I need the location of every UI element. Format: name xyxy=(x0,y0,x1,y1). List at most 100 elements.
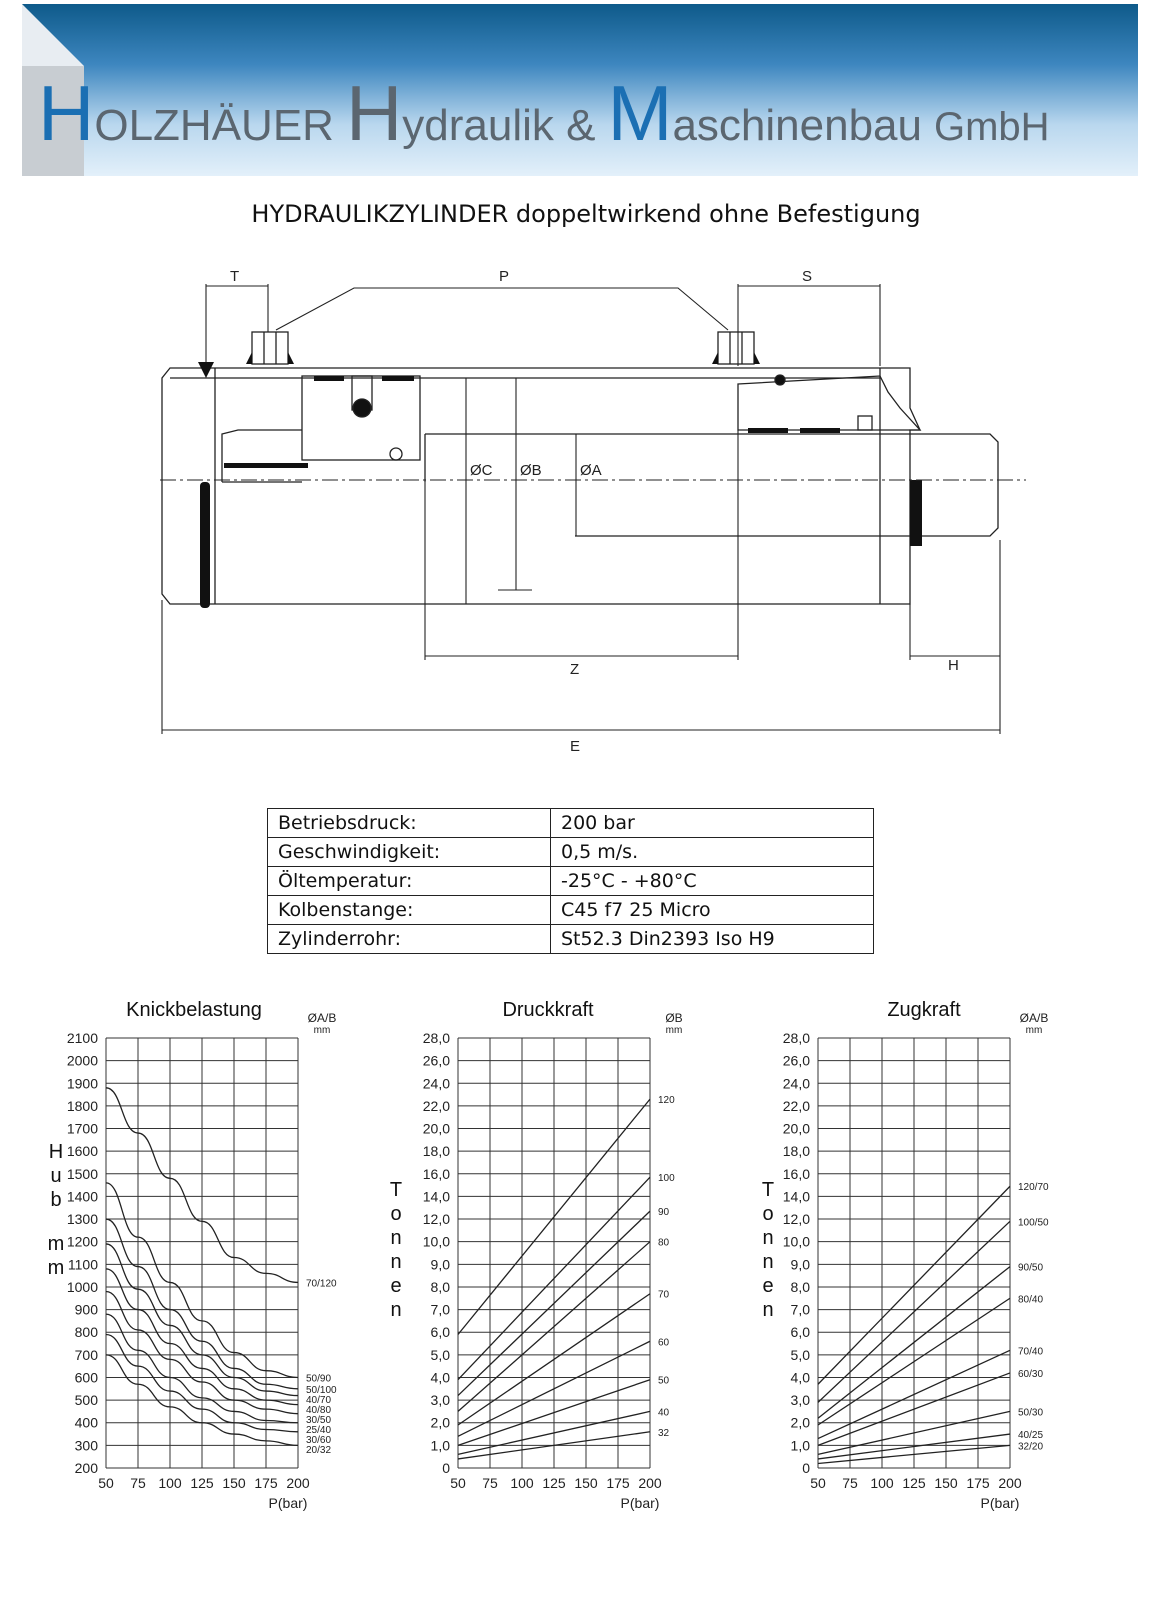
y-tick-label: 24,0 xyxy=(423,1075,450,1091)
y-tick-label: 7,0 xyxy=(791,1302,811,1318)
series-line xyxy=(457,1431,651,1460)
x-tick-label: 50 xyxy=(98,1475,114,1491)
series-header-unit: mm xyxy=(314,1025,331,1036)
series-line xyxy=(817,1185,1011,1385)
svg-text:T: T xyxy=(230,268,239,285)
y-tick-label: 8,0 xyxy=(791,1279,811,1295)
y-axis-label-letter: m xyxy=(48,1233,65,1255)
y-tick-label: 5,0 xyxy=(791,1347,811,1363)
series-label: 70/40 xyxy=(1018,1346,1043,1357)
x-tick-label: 150 xyxy=(222,1475,246,1491)
series-header-unit: mm xyxy=(1026,1025,1043,1036)
series-line xyxy=(817,1266,1011,1419)
x-tick-label: 125 xyxy=(190,1475,214,1491)
y-tick-label: 6,0 xyxy=(791,1324,811,1340)
y-tick-label: 200 xyxy=(75,1460,99,1476)
series-label: 40 xyxy=(658,1407,670,1418)
y-tick-label: 1,0 xyxy=(791,1437,811,1453)
series-label: 70 xyxy=(658,1290,670,1301)
series-line xyxy=(457,1241,651,1412)
y-axis-label-letter: u xyxy=(50,1165,61,1187)
y-axis-label-letter: o xyxy=(390,1203,401,1225)
x-tick-label: 75 xyxy=(482,1475,498,1491)
series-line xyxy=(105,1333,299,1433)
series-line xyxy=(457,1410,651,1456)
y-axis-label-letter: H xyxy=(49,1141,63,1163)
y-tick-label: 600 xyxy=(75,1369,99,1385)
y-axis-label-letter: e xyxy=(762,1275,773,1297)
y-tick-label: 22,0 xyxy=(783,1098,810,1114)
table-row: Kolbenstange:C45 f7 25 Micro xyxy=(267,895,874,925)
series-line xyxy=(817,1433,1011,1460)
x-tick-label: 50 xyxy=(450,1475,466,1491)
svg-text:ØC: ØC xyxy=(470,462,493,479)
svg-text:ØA: ØA xyxy=(580,462,602,479)
y-tick-label: 1100 xyxy=(68,1256,98,1272)
series-line xyxy=(105,1243,299,1397)
y-tick-label: 12,0 xyxy=(783,1211,810,1227)
y-tick-label: 1600 xyxy=(67,1143,98,1159)
y-tick-label: 12,0 xyxy=(423,1211,450,1227)
series-line xyxy=(105,1182,299,1379)
y-axis-label-letter: n xyxy=(390,1227,401,1249)
y-tick-label: 18,0 xyxy=(423,1143,450,1159)
banner-grey-block xyxy=(22,66,84,176)
series-label: 50/30 xyxy=(1018,1407,1043,1418)
series-label: 50 xyxy=(658,1376,670,1387)
oil-port-left xyxy=(246,331,294,365)
y-axis-label-letter: e xyxy=(390,1275,401,1297)
series-label: 90 xyxy=(658,1207,670,1218)
chart-title: Knickbelastung xyxy=(126,1000,262,1021)
y-tick-label: 700 xyxy=(75,1347,99,1363)
banner-corner-triangle xyxy=(22,4,84,66)
series-header: ØB xyxy=(665,1011,682,1025)
svg-text:P: P xyxy=(499,268,509,285)
series-line xyxy=(817,1220,1011,1403)
y-tick-label: 1800 xyxy=(67,1098,98,1114)
series-label: 40/80 xyxy=(306,1405,331,1416)
gland xyxy=(737,375,922,431)
x-tick-label: 100 xyxy=(158,1475,182,1491)
x-tick-label: 200 xyxy=(286,1475,310,1491)
document-title: HYDRAULIKZYLINDER doppeltwirkend ohne Be… xyxy=(251,200,921,228)
y-tick-label: 400 xyxy=(75,1415,99,1431)
series-line xyxy=(457,1340,651,1437)
y-tick-label: 26,0 xyxy=(783,1053,810,1069)
chart-title: Zugkraft xyxy=(887,1000,961,1021)
y-tick-label: 1300 xyxy=(67,1211,98,1227)
y-tick-label: 1,0 xyxy=(431,1437,451,1453)
y-tick-label: 1900 xyxy=(67,1075,98,1091)
series-line xyxy=(457,1210,651,1397)
y-tick-label: 1000 xyxy=(67,1279,98,1295)
dimension-lines xyxy=(161,284,1001,734)
y-axis-label-letter: o xyxy=(762,1203,773,1225)
chart-grid xyxy=(457,1037,651,1469)
y-axis-label-letter: n xyxy=(390,1251,401,1273)
y-tick-label: 1400 xyxy=(67,1188,98,1204)
x-tick-label: 175 xyxy=(966,1475,990,1491)
svg-text:E: E xyxy=(570,738,580,755)
x-tick-label: 125 xyxy=(902,1475,926,1491)
series-line xyxy=(105,1290,299,1415)
series-line xyxy=(105,1218,299,1390)
series-line xyxy=(105,1354,299,1447)
series-label: 50/90 xyxy=(306,1373,331,1384)
svg-text:S: S xyxy=(802,268,812,285)
series-label: 100/50 xyxy=(1018,1217,1049,1228)
y-tick-label: 18,0 xyxy=(783,1143,810,1159)
series-label: 70/120 xyxy=(306,1278,337,1289)
svg-text:H: H xyxy=(948,657,959,674)
y-tick-label: 22,0 xyxy=(423,1098,450,1114)
series-line xyxy=(105,1087,299,1284)
series-label: 40/70 xyxy=(306,1395,331,1406)
y-axis-label-letter: m xyxy=(48,1257,65,1279)
x-tick-label: 100 xyxy=(870,1475,894,1491)
y-axis-label-letter: T xyxy=(762,1179,774,1201)
table-row: Betriebsdruck:200 bar xyxy=(267,808,874,838)
y-tick-label: 4,0 xyxy=(431,1369,451,1385)
series-line xyxy=(457,1176,651,1381)
y-tick-label: 5,0 xyxy=(431,1347,451,1363)
